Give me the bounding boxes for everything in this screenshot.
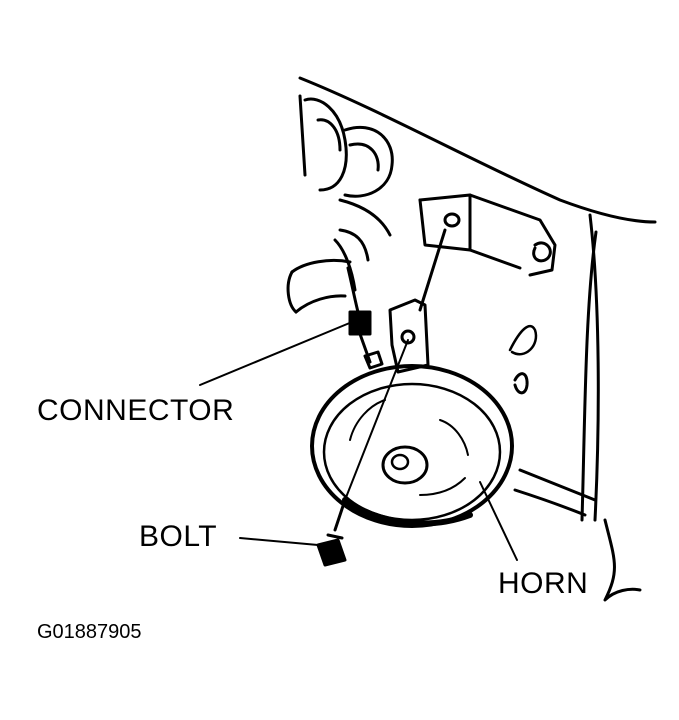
hose-assembly xyxy=(286,97,394,314)
horn-bracket xyxy=(388,193,557,374)
body-panel xyxy=(298,76,657,602)
bolt-label: BOLT xyxy=(139,520,218,553)
connector-label: CONNECTOR xyxy=(37,394,235,427)
connector-part xyxy=(346,266,384,370)
horn-label: HORN xyxy=(498,567,589,600)
figure-id: G01887905 xyxy=(37,621,142,643)
horn-part xyxy=(310,364,514,528)
bolt-part xyxy=(316,339,409,567)
leader-lines xyxy=(199,321,518,561)
